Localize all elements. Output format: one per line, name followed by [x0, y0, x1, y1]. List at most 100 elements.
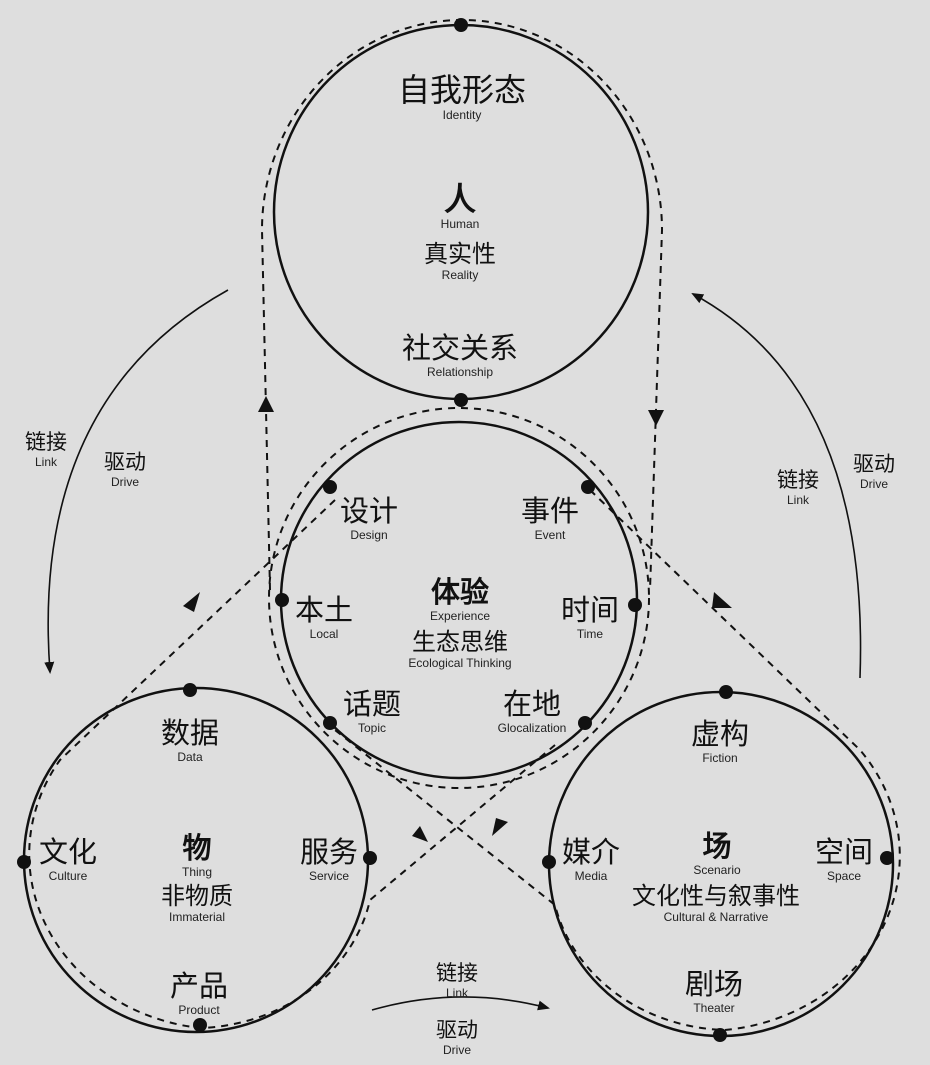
label-event-en: Event: [534, 528, 566, 542]
label-scenario-zh: 场: [702, 829, 732, 863]
node-exp-design: [323, 480, 337, 494]
label-thing-zh: 物: [182, 831, 212, 865]
label-right-link-zh: 链接: [777, 468, 819, 492]
label-left-link-zh: 链接: [25, 430, 67, 454]
label-culture-zh: 文化: [38, 835, 98, 869]
label-fiction-zh: 虚构: [690, 717, 750, 751]
label-media: 媒介 Media: [561, 835, 621, 884]
label-experience-en: Experience: [429, 609, 491, 623]
label-immaterial-en: Immaterial: [168, 910, 225, 924]
label-relationship-en: Relationship: [426, 365, 494, 379]
node-human-bottom: [454, 393, 468, 407]
label-bottom-link-en: Link: [445, 986, 468, 1000]
label-ecological-en: Ecological Thinking: [408, 656, 512, 670]
label-glocal-en: Glocalization: [497, 721, 567, 735]
label-left-link-en: Link: [34, 455, 57, 469]
node-thing-bottom: [193, 1018, 207, 1032]
label-data-zh: 数据: [160, 716, 220, 750]
label-fiction-en: Fiction: [702, 751, 738, 765]
arrow-left-curve: [44, 289, 229, 674]
label-cultural-narrative-en: Cultural & Narrative: [663, 910, 769, 924]
node-exp-local: [275, 593, 289, 607]
label-reality-en: Reality: [441, 268, 479, 282]
node-thing-right: [363, 851, 377, 865]
node-exp-topic: [323, 716, 337, 730]
label-glocal: 在地 Glocalization: [497, 690, 567, 736]
label-fiction: 虚构 Fiction: [690, 717, 750, 766]
label-left-drive-zh: 驱动: [104, 450, 146, 474]
label-service: 服务 Service: [299, 835, 359, 884]
label-immaterial-zh: 非物质: [161, 882, 233, 910]
arrowhead-up-left-diag: [183, 592, 200, 612]
label-time-en: Time: [576, 627, 604, 641]
label-theater-en: Theater: [693, 1001, 735, 1015]
label-local: 本土 Local: [294, 593, 354, 642]
label-time-zh: 时间: [560, 593, 620, 627]
label-thing-en: Thing: [181, 865, 213, 879]
dashed-loop-scenario: [334, 489, 901, 1032]
label-bottom-link-zh: 链接: [436, 961, 478, 985]
label-ecological-zh: 生态思维: [411, 628, 508, 656]
arrowhead-up-right-diag: [412, 826, 428, 842]
label-product-zh: 产品: [169, 969, 229, 1003]
node-exp-event: [581, 480, 595, 494]
label-identity-zh: 自我形态: [397, 71, 527, 109]
label-space-en: Space: [826, 869, 862, 883]
label-bottom-drive-en: Drive: [442, 1043, 471, 1057]
label-topic-en: Topic: [357, 721, 387, 735]
node-exp-time: [628, 598, 642, 612]
node-human-top: [454, 18, 468, 32]
label-service-zh: 服务: [299, 835, 359, 869]
label-product-en: Product: [178, 1003, 220, 1017]
label-local-en: Local: [309, 627, 339, 641]
label-immaterial: 非物质 Immaterial: [161, 884, 233, 924]
arrowhead-down-left-diag: [492, 818, 508, 836]
label-left-link: 链接 Link: [25, 430, 67, 470]
label-reality: 真实性 Reality: [424, 242, 496, 282]
label-topic: 话题 Topic: [343, 690, 401, 736]
node-scen-bottom: [713, 1028, 727, 1042]
label-bottom-drive-zh: 驱动: [436, 1018, 478, 1042]
label-bottom-drive: 驱动 Drive: [436, 1018, 478, 1058]
label-left-drive: 驱动 Drive: [104, 450, 146, 490]
arrowhead-up-left: [258, 396, 274, 412]
label-theater-zh: 剧场: [684, 967, 744, 1001]
node-scen-right: [880, 851, 894, 865]
label-product: 产品 Product: [169, 969, 229, 1018]
arrow-right-curve: [691, 293, 862, 679]
label-relationship-zh: 社交关系: [401, 331, 519, 365]
label-identity-en: Identity: [442, 108, 482, 122]
node-scen-top: [719, 685, 733, 699]
label-media-zh: 媒介: [561, 835, 621, 869]
label-space: 空间 Space: [815, 838, 873, 884]
label-local-zh: 本土: [294, 593, 354, 627]
label-left-drive-en: Drive: [110, 475, 139, 489]
label-right-link-en: Link: [786, 493, 809, 507]
label-bottom-link: 链接 Link: [436, 961, 478, 1001]
node-exp-glocal: [578, 716, 592, 730]
label-service-en: Service: [308, 869, 350, 883]
arrowhead-down-right-diag: [712, 592, 732, 608]
dashed-ring-experience: [268, 407, 650, 789]
label-human: 人 Human: [441, 183, 480, 231]
label-right-link: 链接 Link: [777, 468, 819, 508]
arrow-bottom-curve: [371, 996, 550, 1011]
label-scenario: 场 Scenario: [693, 829, 741, 878]
label-culture-en: Culture: [48, 869, 88, 883]
label-right-drive-zh: 驱动: [853, 452, 895, 476]
label-theater: 剧场 Theater: [684, 967, 744, 1016]
label-scenario-en: Scenario: [693, 863, 741, 877]
label-cultural-narrative: 文化性与叙事性 Cultural & Narrative: [632, 884, 800, 924]
label-human-en: Human: [440, 217, 480, 231]
label-experience: 体验 Experience: [429, 578, 491, 624]
label-time: 时间 Time: [560, 593, 620, 642]
label-right-drive: 驱动 Drive: [853, 452, 895, 492]
label-human-zh: 人: [443, 180, 476, 218]
label-ecological: 生态思维 Ecological Thinking: [408, 630, 511, 670]
label-design-en: Design: [350, 528, 388, 542]
label-event: 事件 Event: [520, 494, 580, 543]
label-design: 设计 Design: [340, 497, 398, 543]
label-event-zh: 事件: [520, 494, 580, 528]
label-relationship: 社交关系 Relationship: [401, 331, 519, 380]
